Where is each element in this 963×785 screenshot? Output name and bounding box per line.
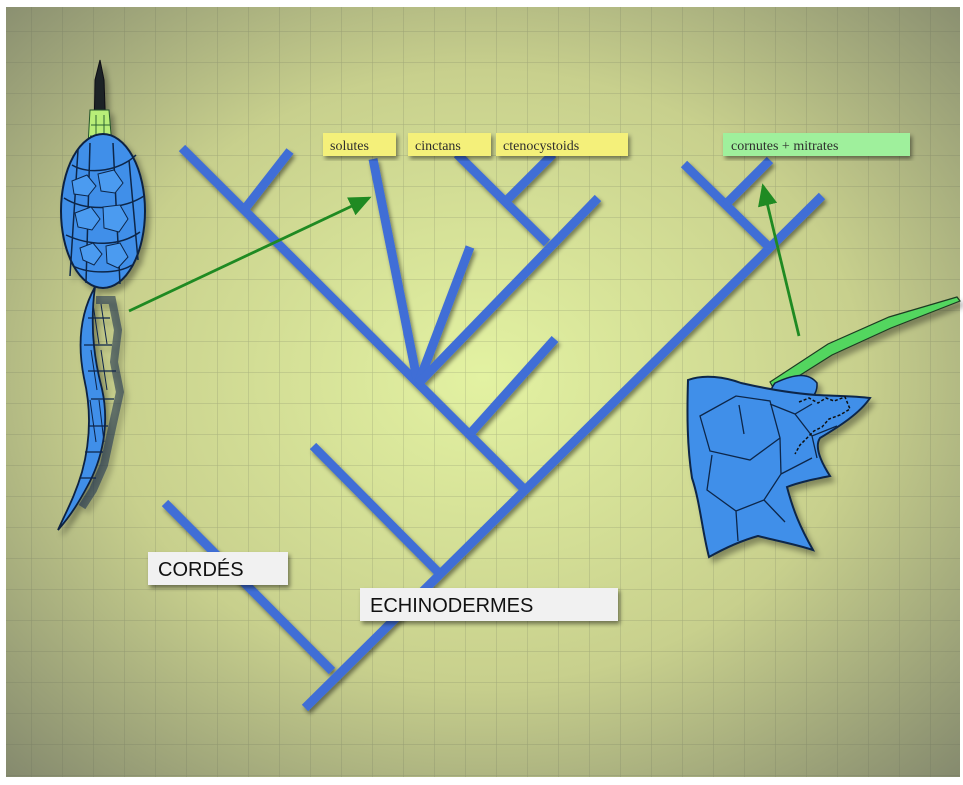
cordes-tag: CORDÉS: [148, 552, 288, 585]
solutes-label: solutes: [330, 139, 369, 154]
ctenocystoids-tag: ctenocystoids: [496, 133, 628, 156]
solutes-tag: solutes: [323, 133, 396, 156]
background-grid: [6, 7, 960, 777]
ctenocystoids-label: ctenocystoids: [503, 139, 579, 154]
cornutes-mitrates-tag: cornutes + mitrates: [723, 133, 910, 156]
echinodermes-tag: ECHINODERMES: [360, 588, 618, 621]
echinodermes-label: ECHINODERMES: [370, 595, 533, 617]
cordes-label: CORDÉS: [158, 558, 244, 581]
cinctans-tag: cinctans: [408, 133, 491, 156]
cornutes-mitrates-label: cornutes + mitrates: [731, 139, 838, 154]
cinctans-label: cinctans: [415, 139, 461, 154]
